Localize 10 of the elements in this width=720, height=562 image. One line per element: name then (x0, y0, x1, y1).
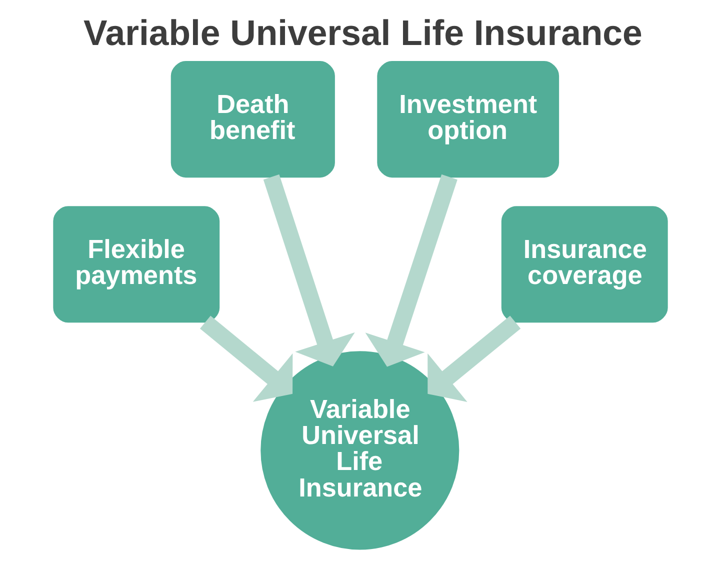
node-box: Death benefit (170, 61, 334, 178)
arrow (364, 174, 457, 367)
node-box: Flexible payments (52, 206, 220, 323)
arrow (199, 316, 292, 402)
node-box: Investment option (376, 61, 559, 178)
node-box: Insurance coverage (500, 206, 668, 323)
arrow (262, 174, 354, 366)
diagram-title: Variable Universal Life Insurance (82, 12, 642, 53)
node-circle: Variable Universal Life Insurance (260, 351, 459, 550)
arrow (427, 316, 520, 402)
